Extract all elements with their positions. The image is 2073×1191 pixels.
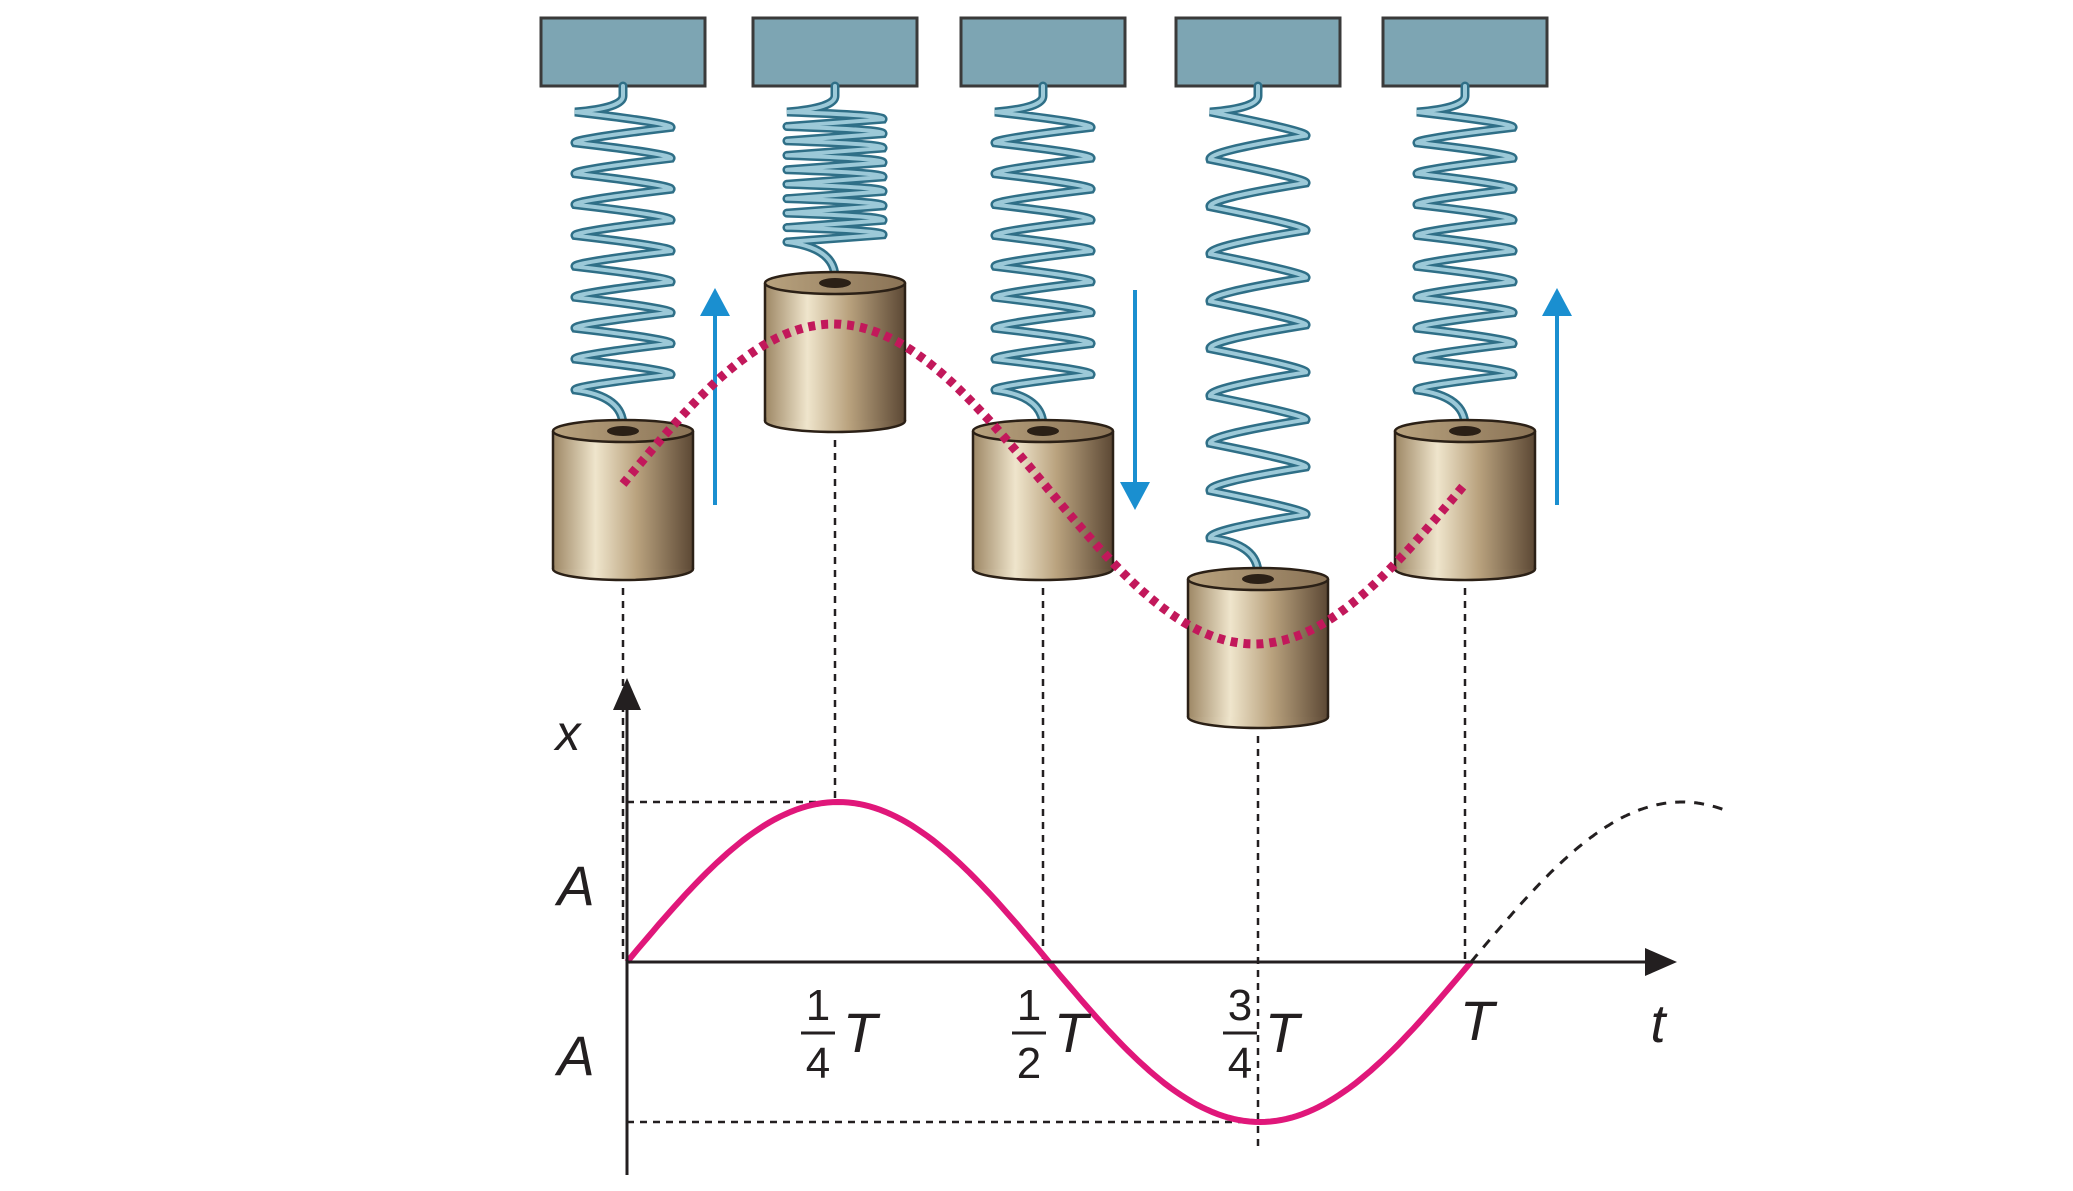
mass-hole [607, 426, 639, 436]
tick-label-4: T [1460, 989, 1498, 1052]
mass-cylinder [1393, 418, 1537, 582]
velocity-arrow-up [700, 288, 730, 505]
mass-trajectory-dotted-curve [619, 319, 1469, 649]
mass-hole [819, 278, 851, 288]
t-axis-arrowhead [1645, 948, 1677, 976]
mass-cylinder [1186, 566, 1330, 730]
x-axis-label: t [1650, 994, 1667, 1054]
tick-denominator: 2 [1017, 1039, 1041, 1088]
tick-variable: T [843, 1001, 881, 1064]
tick-numerator: 3 [1228, 981, 1252, 1030]
stage-3 [959, 16, 1150, 582]
stage-5 [1381, 16, 1572, 582]
mass-hole [1449, 426, 1481, 436]
mass-hole [1242, 574, 1274, 584]
ceiling-mount [751, 16, 919, 88]
y-tick-label-positive: A [554, 854, 594, 917]
tick-denominator: 4 [806, 1039, 830, 1088]
projection-guide-lines [621, 440, 1467, 1150]
stage-2 [751, 16, 919, 434]
tick-variable: T [1265, 1001, 1303, 1064]
stage-4 [1174, 16, 1342, 730]
mass-cylinder [763, 270, 907, 434]
tick-denominator: 4 [1228, 1039, 1252, 1088]
mass-cylinder [551, 418, 695, 582]
sine-curve-continuation [1469, 800, 1725, 963]
tick-numerator: 1 [806, 981, 830, 1030]
mass-hole [1027, 426, 1059, 436]
ceiling-mount [1381, 16, 1549, 88]
spring-mass-stages [539, 16, 1572, 730]
graph-axes [613, 678, 1677, 1175]
ceiling-mount [539, 16, 707, 88]
tick-variable: T [1460, 989, 1498, 1052]
ceiling-mount [1174, 16, 1342, 88]
stage-1 [539, 16, 730, 582]
tick-variable: T [1054, 1001, 1092, 1064]
mass-cylinder [971, 418, 1115, 582]
y-axis-arrowhead [613, 678, 641, 710]
velocity-arrow-down [1120, 290, 1150, 510]
tick-numerator: 1 [1017, 981, 1041, 1030]
ceiling-mount [959, 16, 1127, 88]
y-axis-label: x [554, 705, 583, 761]
velocity-arrow-up [1542, 288, 1572, 505]
y-tick-label-negative: A [554, 1024, 594, 1087]
